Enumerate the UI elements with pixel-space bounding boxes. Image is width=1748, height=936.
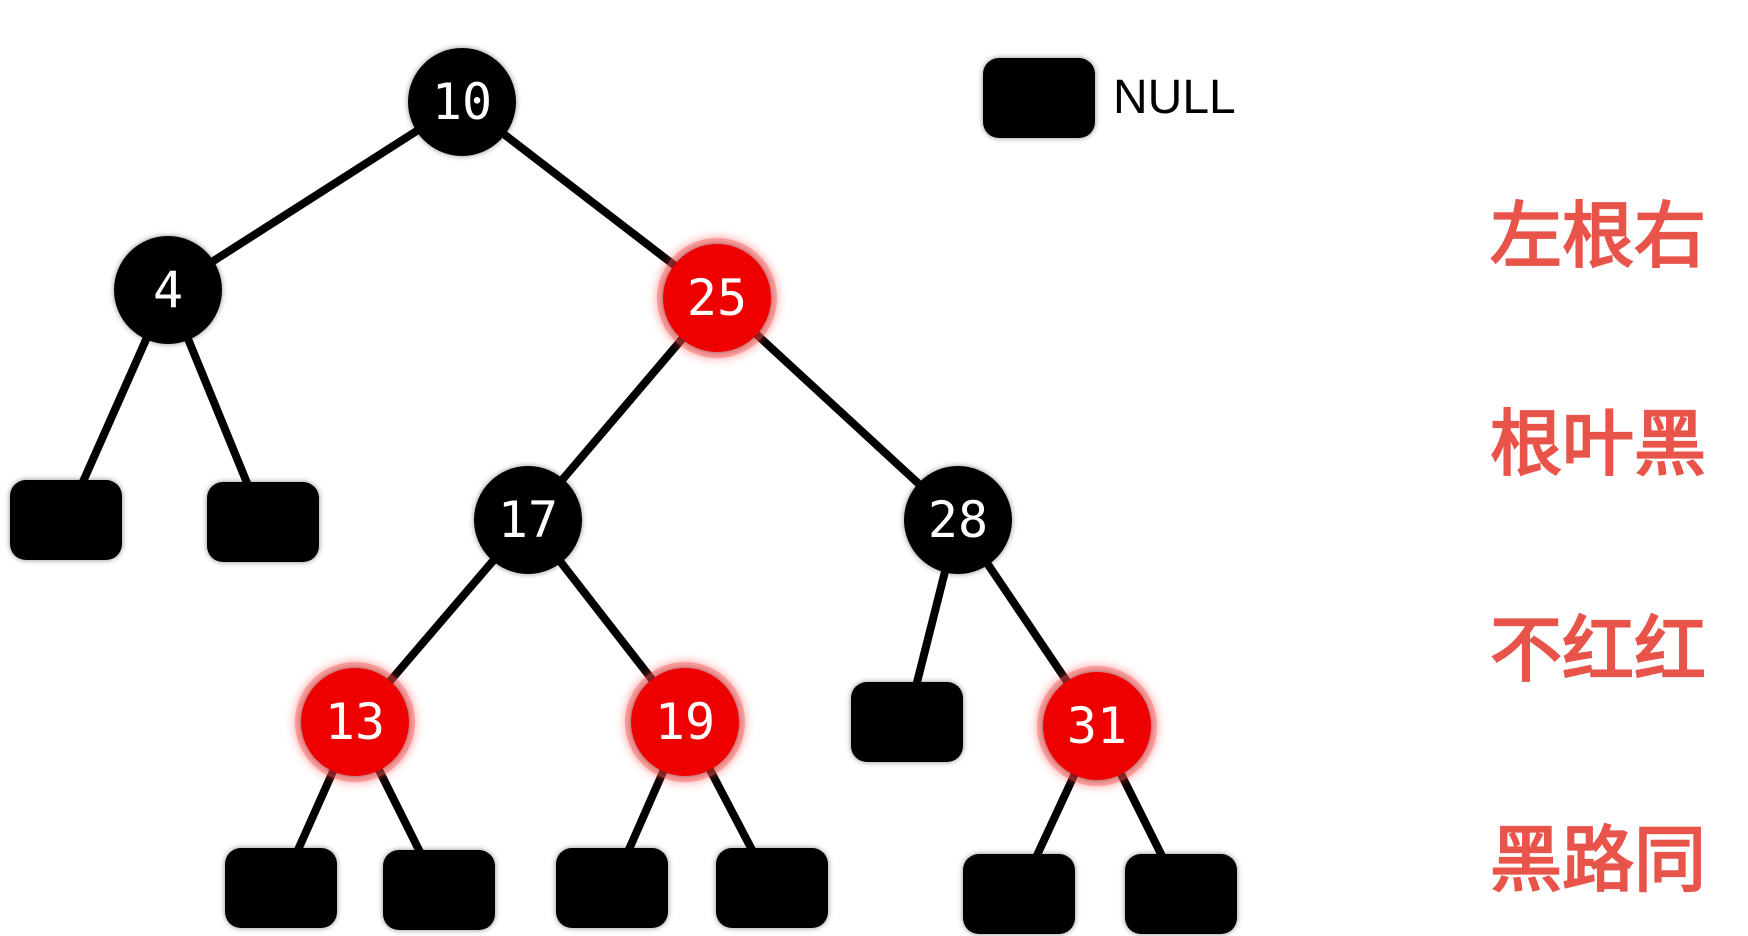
node-circle bbox=[904, 466, 1012, 574]
null-leaf bbox=[10, 480, 122, 560]
legend: NULL bbox=[983, 58, 1236, 138]
node-label: 31 bbox=[1067, 697, 1127, 755]
null-leaf bbox=[963, 854, 1075, 934]
null-leaf bbox=[383, 850, 495, 930]
node-label: 4 bbox=[153, 261, 183, 319]
black-node: 4 bbox=[114, 236, 222, 344]
red-node: 19 bbox=[625, 662, 745, 782]
node-circle bbox=[474, 466, 582, 574]
tree-edge bbox=[165, 98, 465, 294]
node-label: 10 bbox=[432, 73, 492, 131]
rule-4: 黑路同 bbox=[1490, 818, 1707, 902]
black-node: 10 bbox=[408, 48, 516, 156]
node-circle bbox=[408, 48, 516, 156]
null-leaf bbox=[207, 482, 319, 562]
node-circle bbox=[631, 668, 739, 776]
null-leaf bbox=[556, 848, 668, 928]
node-label: 25 bbox=[687, 269, 747, 327]
black-node: 28 bbox=[904, 466, 1012, 574]
node-circle bbox=[1043, 672, 1151, 780]
null-leaves bbox=[10, 480, 1237, 934]
node-label: 17 bbox=[498, 491, 558, 549]
node-circle bbox=[301, 668, 409, 776]
node-circle bbox=[663, 244, 771, 352]
legend-null-label: NULL bbox=[1113, 71, 1236, 124]
node-label: 19 bbox=[655, 693, 715, 751]
red-node: 25 bbox=[657, 238, 777, 358]
null-leaf bbox=[716, 848, 828, 928]
red-node: 31 bbox=[1037, 666, 1157, 786]
null-leaf bbox=[1125, 854, 1237, 934]
null-leaf bbox=[225, 848, 337, 928]
node-label: 13 bbox=[325, 693, 385, 751]
tree-nodes: 10 4 25 17 28 13 19 31 bbox=[114, 48, 1157, 786]
null-leaf bbox=[851, 682, 963, 762]
red-node: 13 bbox=[295, 662, 415, 782]
node-circle bbox=[114, 236, 222, 344]
rule-3: 不红红 bbox=[1490, 608, 1707, 692]
legend-null-swatch bbox=[983, 58, 1095, 138]
rule-1: 左根右 bbox=[1490, 194, 1707, 278]
node-label: 28 bbox=[928, 491, 988, 549]
black-node: 17 bbox=[474, 466, 582, 574]
rule-2: 根叶黑 bbox=[1490, 402, 1707, 486]
